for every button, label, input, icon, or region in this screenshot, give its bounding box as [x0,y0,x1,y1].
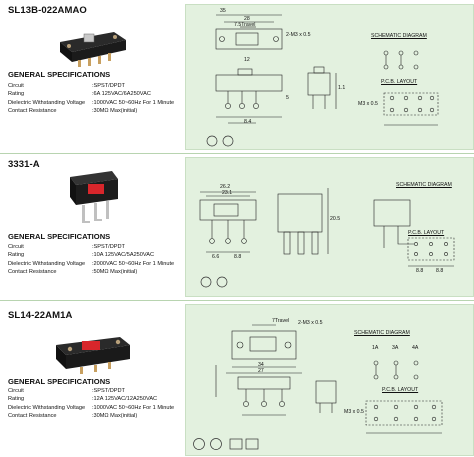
dim-label: 6.6 [212,254,220,260]
section-divider [0,300,474,301]
spec-row: Contact Resistance:30MΩ Max(initial) [8,412,138,419]
spec-row: Rating:12A 125VAC/12A250VAC [8,396,158,403]
dim-label: 7.5Travel [234,22,256,28]
certification-logos [206,135,246,149]
spec-heading: GENERAL SPECIFICATIONS [8,70,111,79]
dim-label: 8.4 [244,119,252,125]
product-section-3: SL14-22AM1A GENERAL SPECIFICATIONS Circu… [0,301,474,457]
slide-switch-photo [56,337,130,374]
dim-label: M3 x 0.5 [358,101,378,107]
dim-label: 3A [392,345,399,351]
dim-label: 35 [220,8,226,14]
dim-label: 4A [412,345,419,351]
certification-logos [200,276,240,290]
dim-label: 5 [286,95,289,101]
product-photo [50,329,134,375]
dim-label: 34 [258,362,264,368]
schematic-diagram-label: SCHEMATIC DIAGRAM [396,182,452,188]
dim-label: 1A [372,345,379,351]
product-photo [54,22,130,68]
dim-label: 7Travel [272,318,290,324]
spec-row: Contact Resistance:30MΩ Max(initial) [8,107,138,114]
certification-logos [192,437,262,453]
spec-row: Dielectric Withstanding Voltage:1000VAC … [8,404,175,411]
technical-drawing [215,14,439,126]
ul-logo-icon [193,438,259,450]
spec-row: Circuit:SPST/DPDT [8,83,125,89]
dim-label: 23.1 [222,190,233,196]
dim-label: 2-M3 x 0.5 [298,320,323,326]
pcb-layout-label: P.C.B. LAYOUT [381,79,418,85]
dim-label: 20.5 [330,216,341,222]
drawing-panel: 7Travel 2-M3 x 0.5 34 27 SCHEMATIC DIAGR… [185,304,474,456]
dim-label: 2-M3 x 0.5 [286,32,311,38]
technical-drawing [199,188,455,267]
spec-row: Rating:6A 125VAC/6A250VAC [8,91,151,98]
pcb-layout-label: P.C.B. LAYOUT [408,230,445,236]
product-section-1: SL13B-022AMAO GENERAL SPECIFICATIONS Cir… [0,0,474,152]
spec-table: Circuit:SPST/DPDT Rating:12A 125VAC/12A2… [8,387,174,420]
dim-label: 8.8 [234,254,242,260]
spec-table: Circuit:SPST/DPDT Rating:6A 125VAC/6A250… [8,82,174,115]
drawing-panel: 35 28 7.5Travel 2-M3 x 0.5 12 8.4 5 1.1 … [185,4,474,150]
dim-label: M3 x 0.5 [344,409,364,415]
dim-label: 26.2 [220,184,231,190]
schematic-diagram-label: SCHEMATIC DIAGRAM [354,330,410,336]
spec-row: Dielectric Withstanding Voltage:1000VAC … [8,99,175,106]
dim-label: 8.8 [416,268,424,274]
ul-logo-icon [200,276,228,288]
dim-label: 28 [244,16,250,22]
spec-row: Rating:10A 125VAC/5A250VAC [8,252,154,259]
spec-row: Circuit:SPST/DPDT [8,388,125,394]
ul-logo-icon [206,135,234,147]
model-title: 3331-A [8,159,40,170]
pcb-layout-label: P.C.B. LAYOUT [382,387,419,393]
slide-switch-photo [60,32,126,67]
product-photo [62,167,124,231]
dim-label: 12 [244,57,250,63]
drawing-panel: 26.2 23.1 6.6 8.8 20.5 SCHEMATIC DIAGRAM… [185,157,474,297]
model-title: SL13B-022AMAO [8,5,87,16]
product-section-2: 3331-A GENERAL SPECIFICATIONS Circuit:SP… [0,155,474,298]
spec-heading: GENERAL SPECIFICATIONS [8,232,111,241]
spec-table: Circuit:SPST/DPDT Rating:10A 125VAC/5A25… [8,243,174,276]
dim-label: 27 [258,368,264,374]
technical-drawing [215,324,443,434]
section-divider [0,153,474,154]
spec-row: Contact Resistance:50MΩ Max(initial) [8,268,138,275]
spec-heading: GENERAL SPECIFICATIONS [8,377,111,386]
spec-row: Circuit:SPST/DPDT [8,244,125,250]
dim-label: 1.1 [338,85,346,91]
model-title: SL14-22AM1A [8,310,73,321]
rocker-switch-photo [70,171,118,223]
dim-label: 8.8 [436,268,444,274]
schematic-diagram-label: SCHEMATIC DIAGRAM [371,33,427,39]
spec-row: Dielectric Withstanding Voltage:2000VAC … [8,260,175,267]
